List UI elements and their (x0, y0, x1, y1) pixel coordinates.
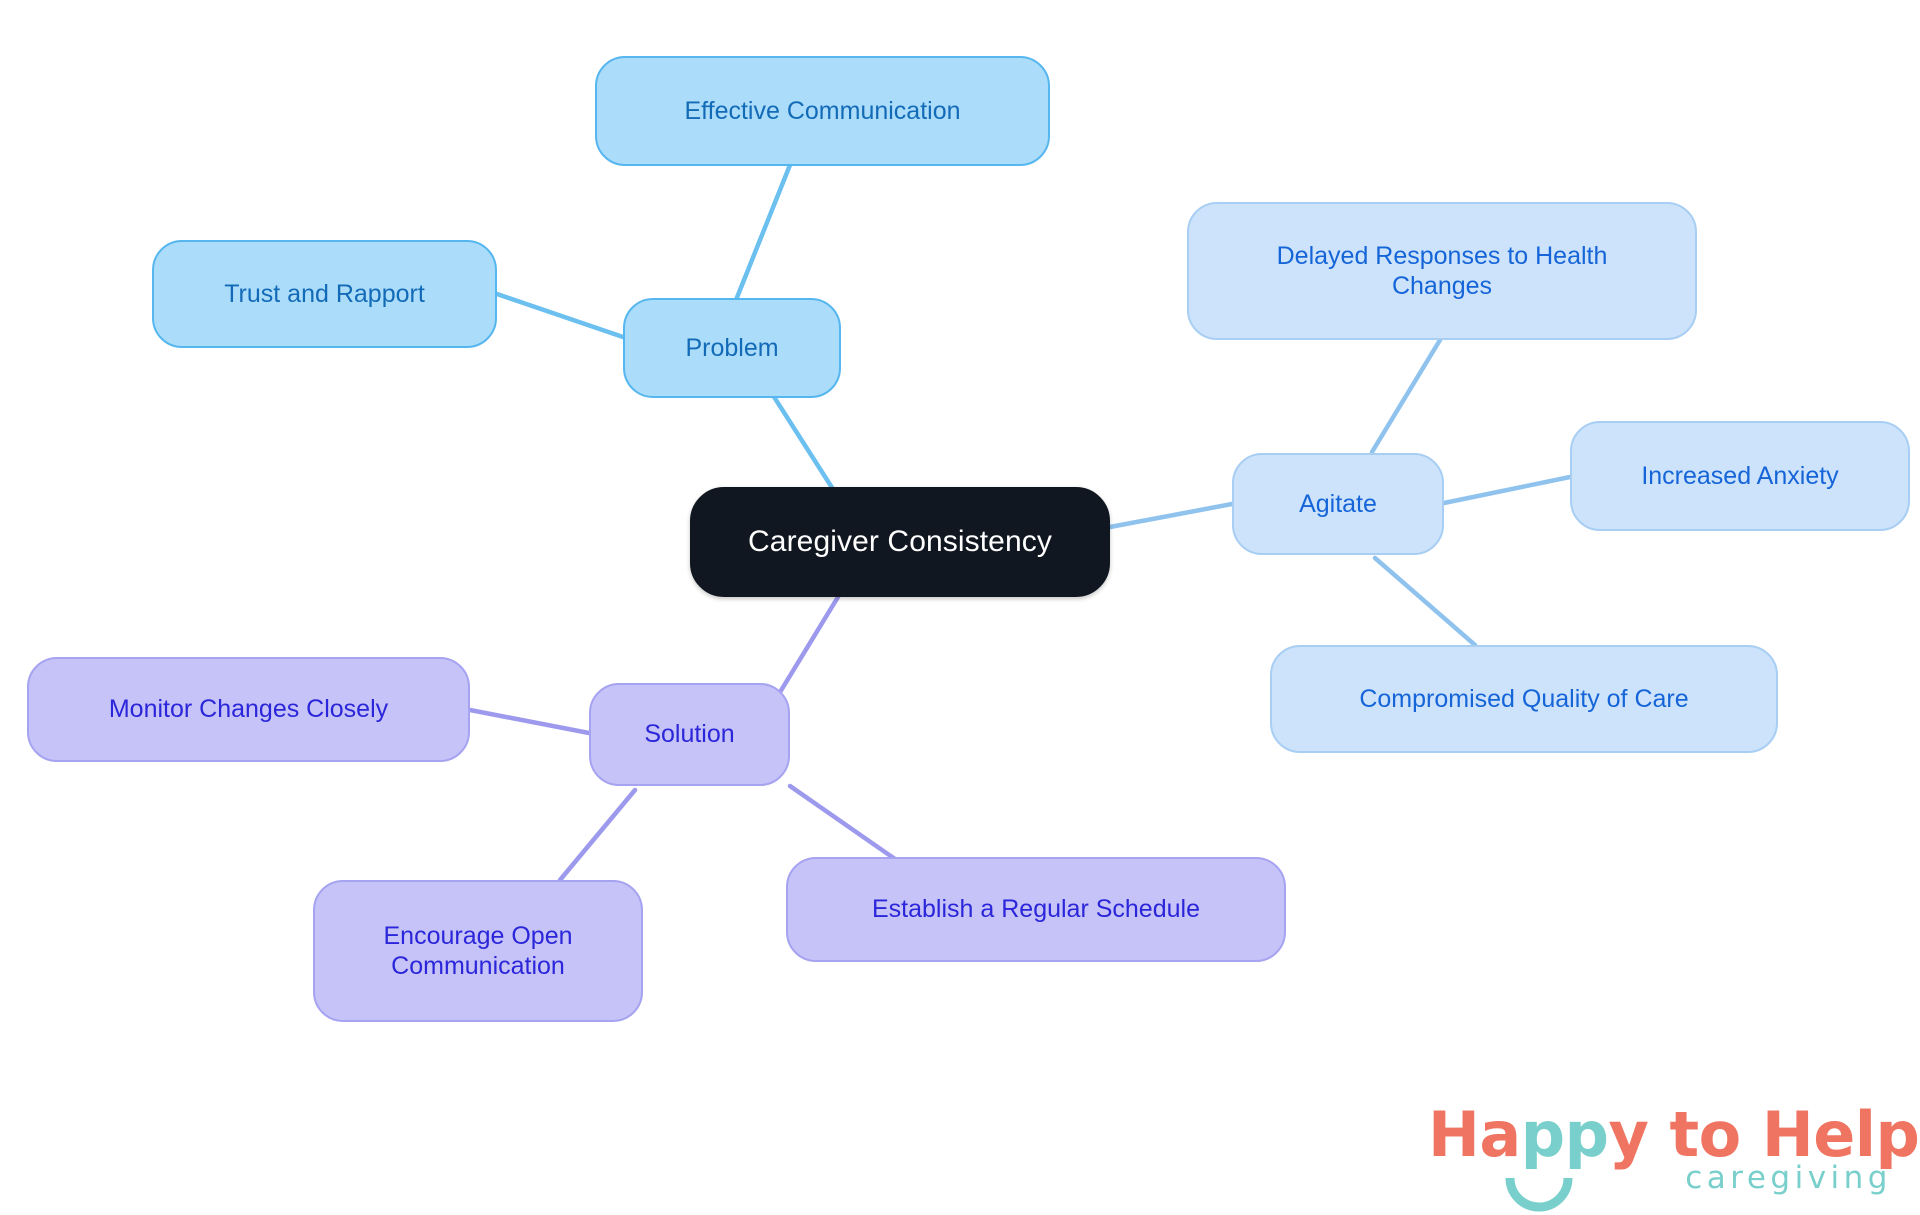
edge-agitate-delayed-responses-to-health-changes (1369, 337, 1443, 455)
logo-wordmark: Happy to Help (1428, 1098, 1920, 1171)
edge-problem-effective-communication (733, 162, 793, 303)
node-increased-anxiety[interactable]: Increased Anxiety (1570, 421, 1910, 531)
node-monitor-changes-closely[interactable]: Monitor Changes Closely (27, 657, 470, 762)
logo-text-to-help: to Help (1648, 1098, 1920, 1171)
brand-logo: Happy to Help caregiving (1428, 1098, 1920, 1212)
node-trust-and-rapport[interactable]: Trust and Rapport (152, 240, 497, 348)
logo-text-ha: Ha (1428, 1098, 1521, 1171)
edge-solution-encourage-open-communication (557, 787, 638, 883)
logo-text-pp: pp (1520, 1098, 1609, 1171)
node-compromised-quality-of-care[interactable]: Compromised Quality of Care (1270, 645, 1778, 753)
edge-problem-trust-and-rapport (494, 291, 626, 340)
node-caregiver-consistency[interactable]: Caregiver Consistency (690, 487, 1110, 597)
node-establish-a-regular-schedule[interactable]: Establish a Regular Schedule (786, 857, 1286, 962)
edge-agitate-increased-anxiety (1441, 474, 1573, 506)
node-solution[interactable]: Solution (589, 683, 790, 786)
edge-agitate-compromised-quality-of-care (1372, 555, 1478, 648)
node-delayed-responses-to-health-changes[interactable]: Delayed Responses to Health Changes (1187, 202, 1697, 340)
edge-solution-monitor-changes-closely (467, 707, 592, 736)
logo-text-y: y (1608, 1098, 1649, 1171)
edge-root-agitate (1107, 501, 1235, 530)
edge-solution-establish-a-regular-schedule (787, 783, 908, 869)
logo-subtitle: caregiving (1685, 1160, 1892, 1196)
node-effective-communication[interactable]: Effective Communication (595, 56, 1050, 166)
node-agitate[interactable]: Agitate (1232, 453, 1444, 555)
smile-icon (1505, 1177, 1573, 1212)
node-problem[interactable]: Problem (623, 298, 841, 398)
node-encourage-open-communication[interactable]: Encourage Open Communication (313, 880, 643, 1022)
